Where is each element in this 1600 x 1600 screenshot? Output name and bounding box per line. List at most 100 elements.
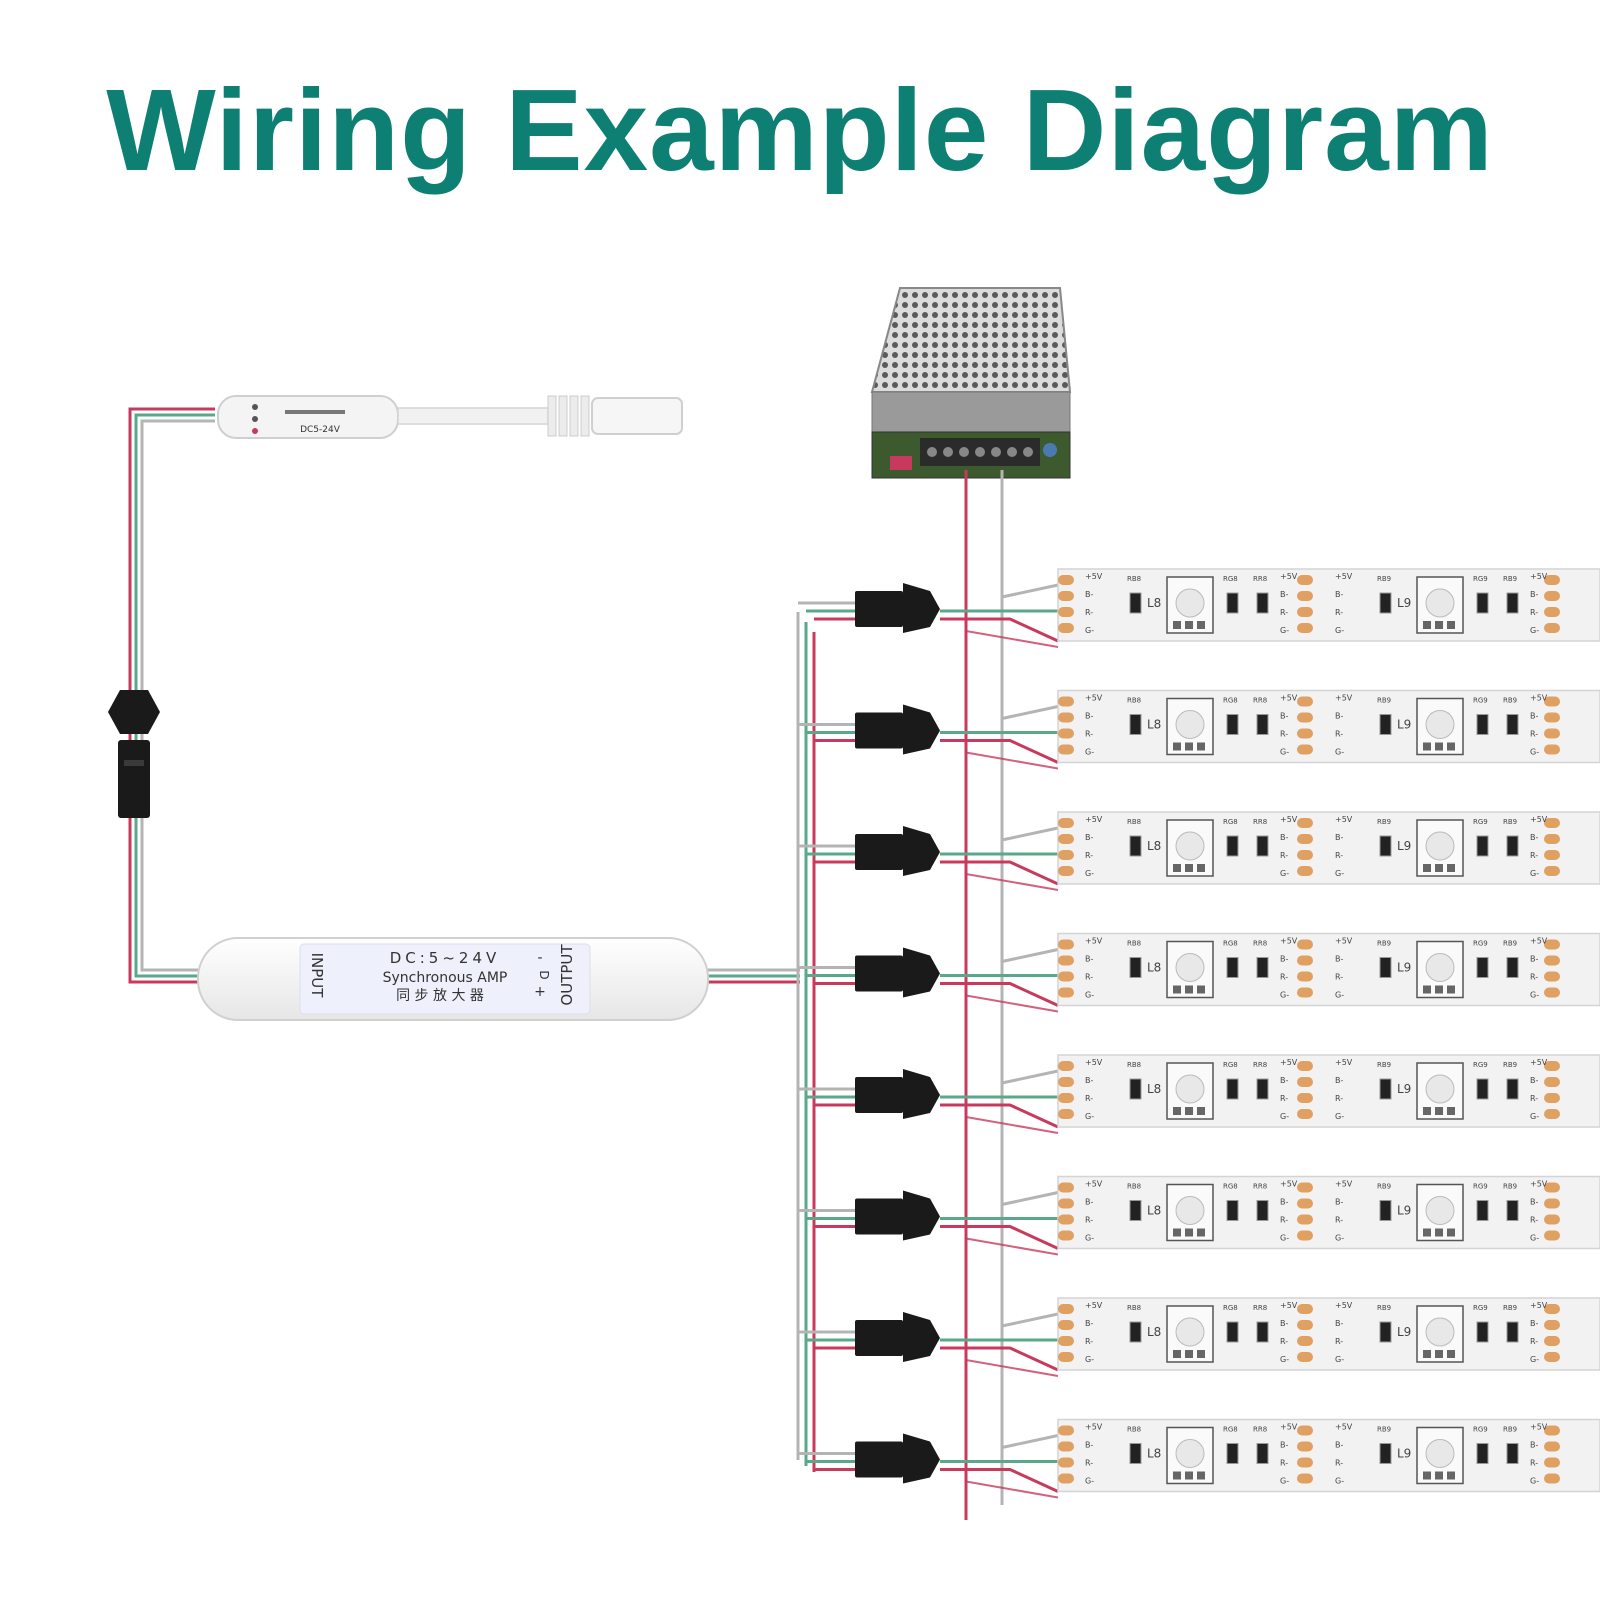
resistor	[1129, 1443, 1142, 1464]
strip-channel-b: B-	[1530, 1076, 1538, 1085]
strip-channel-g: G-	[1280, 869, 1289, 878]
solder-pad	[1058, 591, 1074, 601]
strip-power-label: +5V	[1280, 572, 1298, 581]
solder-pad	[1544, 1457, 1560, 1468]
led-pin	[1197, 985, 1205, 994]
solder-pad	[1297, 1093, 1313, 1103]
solder-pad	[1297, 955, 1313, 966]
strip-wire-power	[1001, 1069, 1059, 1085]
solder-pad	[1297, 834, 1313, 844]
resistor-label: RB9	[1377, 697, 1391, 705]
solder-pad	[1058, 607, 1074, 617]
solder-pad	[1058, 575, 1074, 585]
led-pin	[1185, 1471, 1193, 1480]
strip-channel-b: B-	[1335, 1076, 1343, 1085]
resistor	[1256, 592, 1269, 614]
resistor	[1379, 714, 1392, 735]
strip-channel-b: B-	[1335, 590, 1343, 599]
solder-pad	[1058, 834, 1074, 844]
strip-channel-r: R-	[1530, 730, 1538, 739]
strip-channel-g: G-	[1085, 748, 1094, 757]
resistor-label: RG8	[1223, 818, 1238, 826]
connector-head	[903, 826, 940, 876]
solder-pad	[1297, 728, 1313, 739]
led-lens	[1175, 710, 1205, 739]
solder-pad	[1297, 971, 1313, 982]
resistor	[1476, 1443, 1489, 1464]
solder-pad	[1544, 1336, 1560, 1346]
connector-body	[855, 1077, 903, 1113]
strip-channel-b: B-	[1530, 955, 1538, 964]
strip-channel-b: B-	[1335, 712, 1343, 721]
led-pin	[1173, 1107, 1181, 1115]
strip-wire-red	[940, 1225, 1059, 1250]
solder-pad	[1544, 623, 1560, 633]
resistor-label: RB9	[1503, 1183, 1517, 1191]
solder-pad	[1297, 850, 1313, 860]
resistor-label: RB9	[1503, 1061, 1517, 1069]
solder-pad	[1058, 939, 1074, 950]
strip-channel-r: R-	[1085, 851, 1093, 860]
psu-rails	[964, 470, 1004, 1520]
led-label: L8	[1147, 1082, 1161, 1096]
connector-head	[903, 1312, 940, 1362]
resistor	[1256, 1321, 1269, 1343]
connector-head	[903, 1069, 940, 1119]
resistor-label: RB9	[1377, 818, 1391, 826]
resistor	[1506, 957, 1519, 978]
strip-channel-r: R-	[1085, 608, 1093, 617]
resistor	[1379, 1200, 1392, 1221]
led-label: L8	[1147, 596, 1161, 610]
solder-pad	[1544, 575, 1560, 585]
strip-power-label: +5V	[1085, 1301, 1103, 1310]
led-lens	[1175, 953, 1205, 982]
strip-wire-ground	[965, 1359, 1059, 1377]
strip-channel-b: B-	[1280, 955, 1288, 964]
resistor	[1506, 714, 1519, 735]
led-pin	[1435, 1107, 1443, 1115]
strip-channel-b: B-	[1530, 1198, 1538, 1207]
strip-channel-g: G-	[1085, 1477, 1094, 1486]
led-pin	[1435, 1228, 1443, 1237]
strip-channel-g: G-	[1280, 626, 1289, 635]
led-pin	[1423, 985, 1431, 994]
strip-channel-r: R-	[1335, 1216, 1343, 1225]
terminal-block	[920, 438, 1040, 466]
resistor-label: RG8	[1223, 1061, 1238, 1069]
resistor-label: RB9	[1377, 1426, 1391, 1434]
solder-pad	[1544, 1077, 1560, 1087]
solder-pad	[1297, 1352, 1313, 1362]
resistor-label: RB9	[1503, 575, 1517, 583]
strip-channel-b: B-	[1280, 1319, 1288, 1328]
resistor-label: RB9	[1503, 697, 1517, 705]
led-lens	[1425, 710, 1455, 739]
strip-channel-r: R-	[1280, 1216, 1288, 1225]
strip-channel-r: R-	[1530, 1337, 1538, 1346]
strip-channel-g: G-	[1280, 1112, 1289, 1121]
strip-wire-red	[940, 617, 1059, 643]
solder-pad	[1058, 728, 1074, 739]
led-pin	[1185, 864, 1193, 872]
solder-pad	[1297, 818, 1313, 828]
amp-line3: 同 步 放 大 器	[396, 988, 484, 1004]
resistor-label: RB9	[1377, 940, 1391, 948]
solder-pad	[1058, 1077, 1074, 1087]
resistor	[1256, 1443, 1269, 1464]
resistor-label: RR8	[1253, 1183, 1267, 1191]
jst-connector	[855, 1069, 940, 1119]
led-pin	[1423, 1107, 1431, 1115]
connector-body	[855, 1320, 903, 1356]
resistor	[1129, 835, 1142, 857]
resistor	[1379, 1321, 1392, 1343]
strip-power-label: +5V	[1335, 815, 1353, 824]
strip-wire-power	[1001, 1312, 1059, 1328]
solder-pad	[1544, 987, 1560, 998]
resistor	[1476, 592, 1489, 614]
led-pin	[1435, 742, 1443, 751]
solder-pad	[1297, 1230, 1313, 1241]
